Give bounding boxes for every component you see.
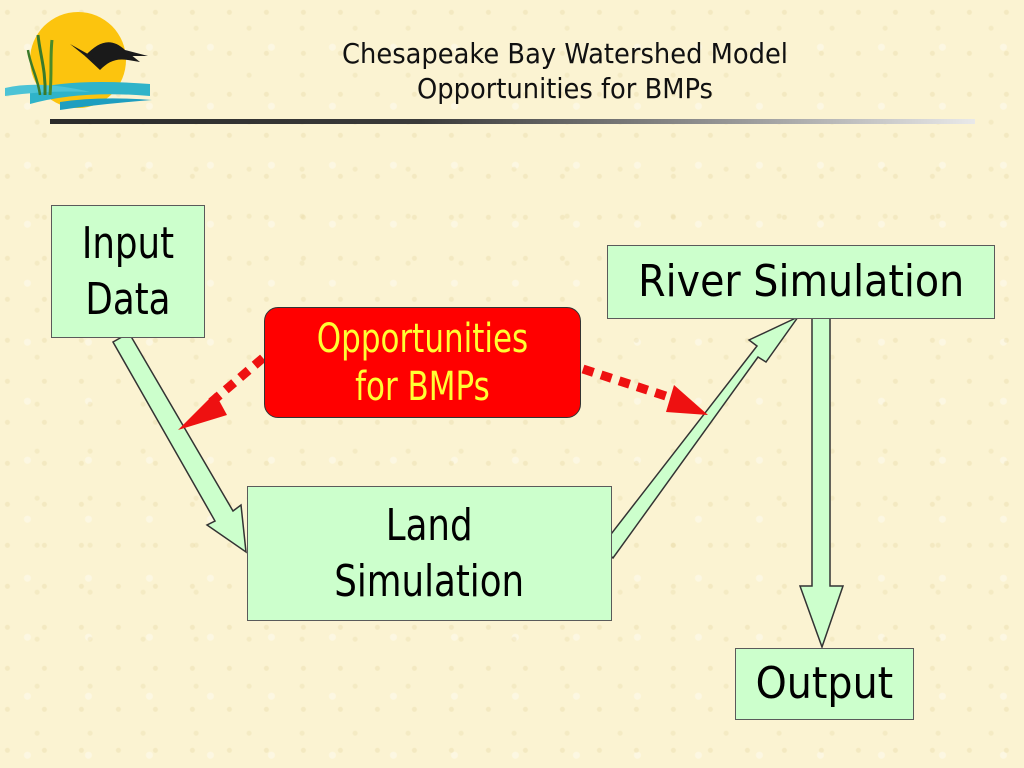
opportunities-for-bmps-box: Opportunities for BMPs — [264, 307, 581, 418]
bmp-line1: Opportunities — [316, 315, 529, 362]
bmp-line2: for BMPs — [355, 363, 490, 410]
slide-title: Chesapeake Bay Watershed Model Opportuni… — [266, 36, 864, 106]
land-simulation-line1: Land — [386, 499, 473, 551]
arrow-river-to-output — [798, 316, 845, 650]
land-simulation-box: Land Simulation — [247, 486, 612, 621]
arrow-input-to-land — [111, 331, 247, 554]
output-label: Output — [755, 658, 894, 709]
input-data-line1: Input — [81, 217, 175, 269]
dotted-arrow-right-shaft — [581, 364, 680, 405]
input-data-box: Input Data — [51, 205, 205, 338]
dotted-arrow-left-head — [178, 393, 227, 430]
river-simulation-box: River Simulation — [607, 245, 995, 319]
title-line-2: Opportunities for BMPs — [417, 72, 713, 105]
dotted-arrow-right-head — [666, 385, 708, 415]
river-simulation-label: River Simulation — [637, 256, 965, 307]
title-line-1: Chesapeake Bay Watershed Model — [342, 37, 788, 70]
heron-sunset-logo-icon — [5, 12, 152, 110]
arrow-land-to-river — [599, 315, 801, 560]
input-data-line2: Data — [85, 273, 171, 325]
title-divider — [50, 119, 975, 124]
output-box: Output — [735, 648, 914, 720]
land-simulation-line2: Simulation — [334, 555, 525, 607]
